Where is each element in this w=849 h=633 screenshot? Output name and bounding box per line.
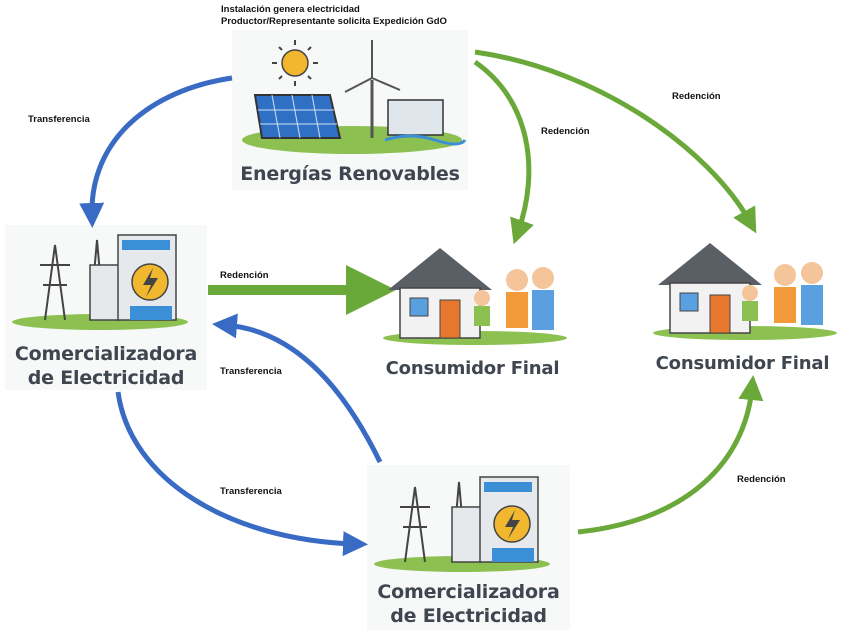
renewables-illustration: [242, 40, 467, 154]
consumer-middle-title: Consumidor Final: [385, 358, 560, 379]
label-redemption-top-right: Redención: [672, 91, 721, 102]
consumer-right-title: Consumidor Final: [655, 353, 830, 374]
redemption-arrow-top-right: [474, 49, 757, 234]
retailer-left-illustration: [12, 234, 188, 330]
transfer-arrow-bottom-to-left: [212, 313, 383, 464]
redemption-arrow-bottom-right: [577, 375, 764, 535]
consumer-right-illustration: [653, 243, 837, 340]
retailer-bottom-title-line2: de Electricidad: [390, 605, 547, 627]
header-line-1: Instalación genera electricidad: [221, 4, 360, 15]
renewables-title: Energías Renovables: [240, 163, 460, 185]
transfer-arrow-left-to-bottom: [115, 391, 368, 557]
header-line-2: Productor/Representante solicita Expedic…: [221, 16, 447, 27]
label-transfer-left-to-bottom: Transferencia: [220, 486, 282, 497]
retailer-left-title: Comercializadora de Electricidad: [5, 342, 207, 390]
label-redemption-left-mid: Redención: [220, 270, 269, 281]
label-transfer-bottom-to-left: Transferencia: [220, 366, 282, 377]
retailer-bottom-illustration: [374, 476, 550, 572]
label-redemption-bottom-right: Redención: [737, 474, 786, 485]
consumer-middle-illustration: [383, 248, 567, 345]
redemption-arrow-top-mid: [473, 59, 534, 245]
retailer-left-title-line1: Comercializadora: [14, 343, 198, 365]
retailer-bottom-title-line1: Comercializadora: [377, 581, 560, 603]
transfer-arrow-top-left: [79, 75, 233, 228]
label-redemption-top-mid: Redención: [541, 126, 590, 137]
retailer-bottom-title: Comercializadora de Electricidad: [367, 580, 570, 628]
retailer-left-title-line2: de Electricidad: [27, 367, 185, 389]
label-transfer-top-left: Transferencia: [28, 114, 90, 125]
